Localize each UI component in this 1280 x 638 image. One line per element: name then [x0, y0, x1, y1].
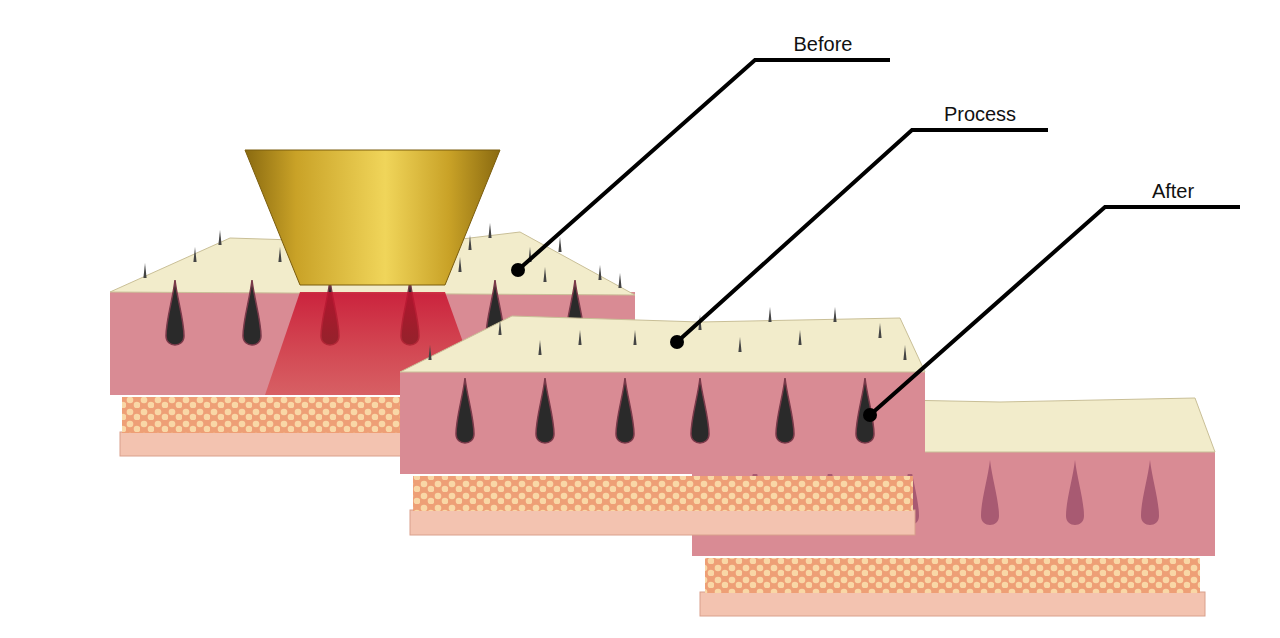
leader-dots	[511, 263, 877, 422]
skin-block-process	[400, 307, 925, 535]
stage-label: Process	[944, 103, 1016, 125]
stage-label: After	[1152, 180, 1194, 202]
stage-label: Before	[794, 33, 853, 55]
leader-lines	[518, 60, 1240, 415]
